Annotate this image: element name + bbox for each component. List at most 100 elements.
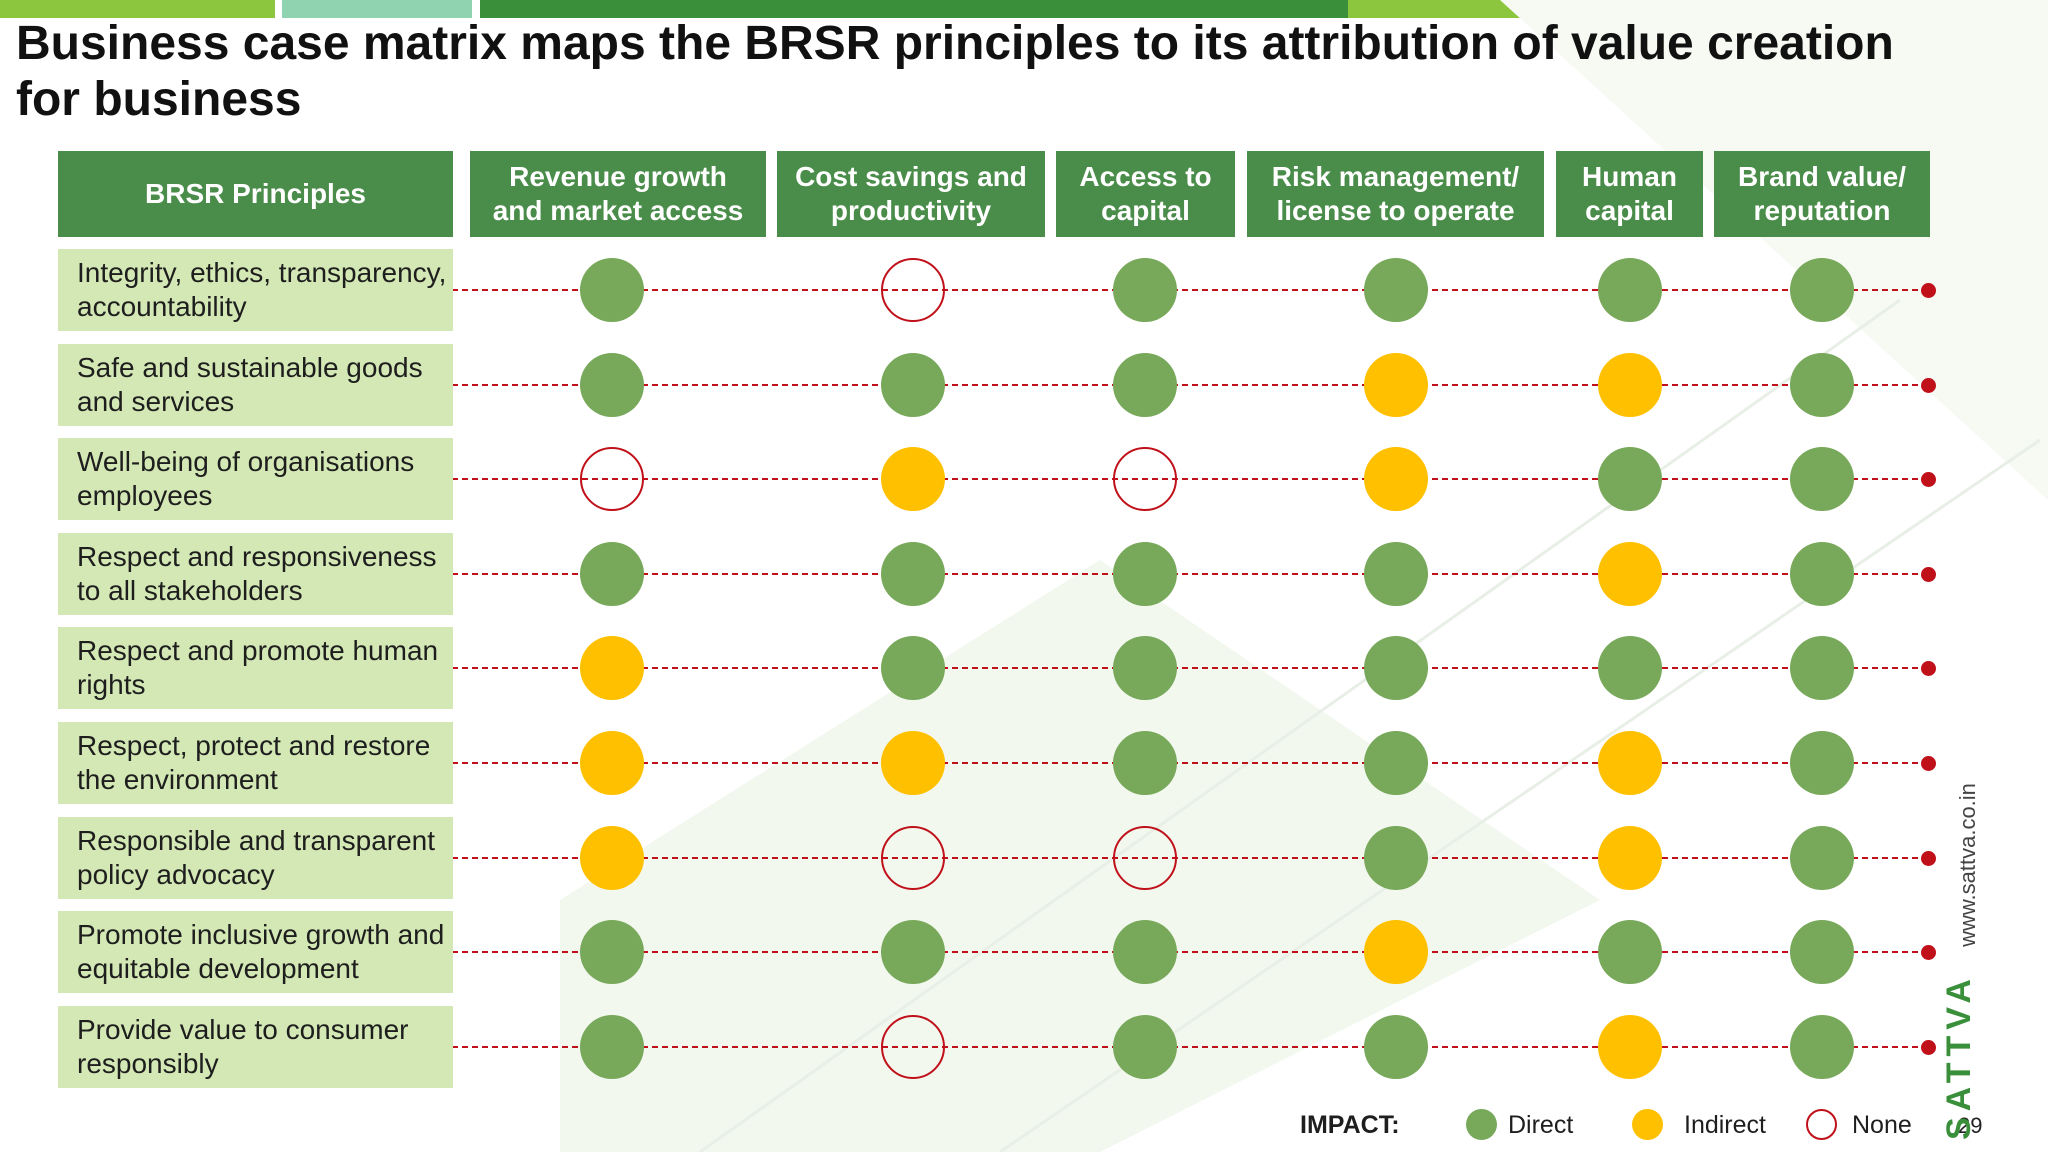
impact-dot-direct <box>1598 920 1662 984</box>
principle-label: Respect and promote human rights <box>58 627 453 709</box>
impact-dot-direct <box>1364 826 1428 890</box>
legend-none-dot <box>1806 1109 1837 1140</box>
impact-dot-indirect <box>1598 353 1662 417</box>
impact-dot-direct <box>1364 1015 1428 1079</box>
principle-label: Integrity, ethics, transparency, account… <box>58 249 453 331</box>
row-end-marker <box>1921 567 1936 582</box>
impact-dot-direct <box>1790 920 1854 984</box>
legend-direct-label: Direct <box>1508 1111 1574 1139</box>
impact-dot-indirect <box>881 731 945 795</box>
legend-indirect-label: Indirect <box>1684 1111 1766 1139</box>
impact-dot-direct <box>580 542 644 606</box>
impact-dot-direct <box>881 542 945 606</box>
impact-dot-indirect <box>1598 826 1662 890</box>
impact-dot-direct <box>881 636 945 700</box>
row-end-marker <box>1921 945 1936 960</box>
row-end-marker <box>1921 756 1936 771</box>
row-end-marker <box>1921 661 1936 676</box>
row-connector-line <box>452 1046 1928 1048</box>
impact-dot-direct <box>1113 258 1177 322</box>
impact-dot-indirect <box>1598 542 1662 606</box>
impact-dot-direct <box>1113 1015 1177 1079</box>
row-connector-line <box>452 762 1928 764</box>
row-connector-line <box>452 857 1928 859</box>
principle-label: Promote inclusive growth and equitable d… <box>58 911 453 993</box>
impact-dot-direct <box>1364 258 1428 322</box>
impact-dot-direct <box>1598 447 1662 511</box>
principle-label: Safe and sustainable goods and services <box>58 344 453 426</box>
impact-dot-none <box>881 826 945 890</box>
impact-dot-direct <box>1113 542 1177 606</box>
impact-dot-direct <box>1113 731 1177 795</box>
impact-dot-indirect <box>580 636 644 700</box>
impact-dot-none <box>580 447 644 511</box>
row-connector-line <box>452 951 1928 953</box>
impact-dot-indirect <box>1364 353 1428 417</box>
impact-dot-direct <box>1790 1015 1854 1079</box>
impact-dot-indirect <box>580 826 644 890</box>
impact-dot-indirect <box>1598 731 1662 795</box>
impact-dot-direct <box>1790 636 1854 700</box>
row-end-marker <box>1921 378 1936 393</box>
principle-label: Respect and responsiveness to all stakeh… <box>58 533 453 615</box>
impact-dot-direct <box>1598 258 1662 322</box>
impact-dot-indirect <box>1364 920 1428 984</box>
impact-dot-direct <box>580 258 644 322</box>
corner-header: BRSR Principles <box>58 151 453 237</box>
page-number: 29 <box>1958 1113 1983 1138</box>
impact-dot-direct <box>1790 258 1854 322</box>
principle-label: Well-being of organisations employees <box>58 438 453 520</box>
impact-dot-direct <box>1113 353 1177 417</box>
brand-url: www.sattva.co.in <box>1955 783 1980 947</box>
impact-dot-direct <box>881 353 945 417</box>
impact-dot-direct <box>1790 826 1854 890</box>
row-end-marker <box>1921 472 1936 487</box>
row-end-marker <box>1921 851 1936 866</box>
impact-dot-none <box>1113 826 1177 890</box>
row-end-marker <box>1921 283 1936 298</box>
legend-none-label: None <box>1852 1111 1912 1139</box>
row-connector-line <box>452 289 1928 291</box>
row-connector-line <box>452 384 1928 386</box>
legend-direct-dot <box>1466 1109 1497 1140</box>
impact-dot-indirect <box>881 447 945 511</box>
column-header-cost: Cost savings and productivity <box>777 151 1045 237</box>
column-header-brand: Brand value/ reputation <box>1714 151 1930 237</box>
principle-label: Respect, protect and restore the environ… <box>58 722 453 804</box>
row-connector-line <box>452 573 1928 575</box>
impact-dot-none <box>1113 447 1177 511</box>
impact-dot-direct <box>580 920 644 984</box>
row-end-marker <box>1921 1040 1936 1055</box>
impact-dot-direct <box>580 353 644 417</box>
column-header-risk: Risk management/ license to operate <box>1247 151 1544 237</box>
impact-dot-direct <box>1790 353 1854 417</box>
principle-label: Responsible and transparent policy advoc… <box>58 817 453 899</box>
impact-dot-direct <box>1113 920 1177 984</box>
impact-dot-direct <box>1364 542 1428 606</box>
principle-label: Provide value to consumer responsibly <box>58 1006 453 1088</box>
impact-dot-none <box>881 258 945 322</box>
page-title: Business case matrix maps the BRSR princ… <box>16 17 1894 126</box>
impact-dot-indirect <box>1598 1015 1662 1079</box>
impact-dot-indirect <box>1364 447 1428 511</box>
row-connector-line <box>452 667 1928 669</box>
column-header-revenue: Revenue growth and market access <box>470 151 766 237</box>
column-header-human: Human capital <box>1556 151 1703 237</box>
impact-dot-direct <box>1790 447 1854 511</box>
impact-dot-direct <box>1790 542 1854 606</box>
impact-dot-direct <box>1598 636 1662 700</box>
impact-dot-indirect <box>580 731 644 795</box>
column-header-capital: Access to capital <box>1056 151 1235 237</box>
row-connector-line <box>452 478 1928 480</box>
legend-title: IMPACT: <box>1300 1111 1400 1139</box>
impact-dot-direct <box>1113 636 1177 700</box>
impact-dot-direct <box>1364 636 1428 700</box>
legend-indirect-dot <box>1632 1109 1663 1140</box>
impact-dot-direct <box>881 920 945 984</box>
impact-dot-direct <box>1364 731 1428 795</box>
impact-dot-direct <box>580 1015 644 1079</box>
impact-dot-none <box>881 1015 945 1079</box>
impact-dot-direct <box>1790 731 1854 795</box>
brand-name: SATTVA <box>1940 973 1978 1140</box>
